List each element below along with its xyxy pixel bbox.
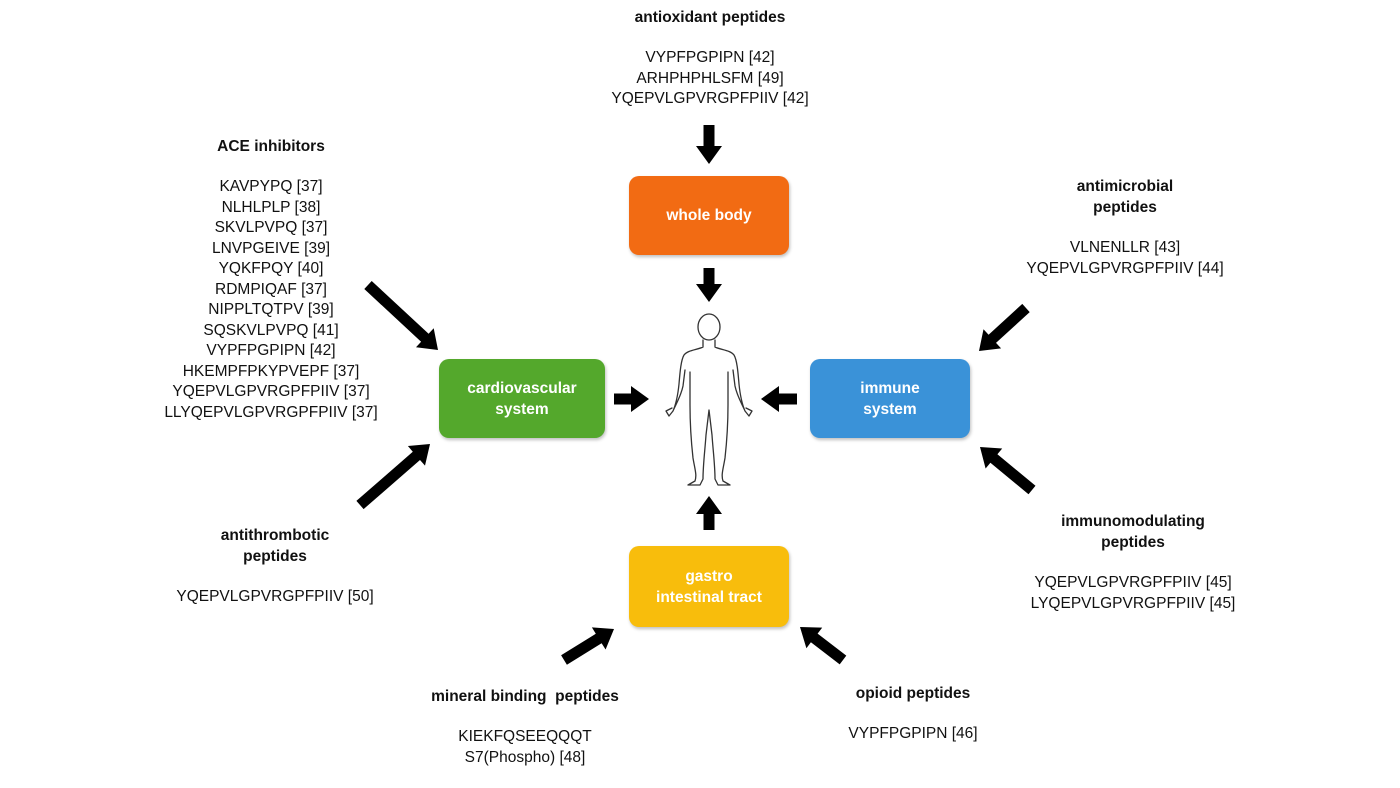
whole-body-box: whole body: [629, 176, 789, 255]
immune-label-line-1: immune: [860, 379, 920, 397]
mineral-binding-peptides-title: mineral binding peptides: [431, 688, 619, 705]
antimicrobial-peptides-list: VLNENLLR [43] YQEPVLGPVRGPFPIIV [44]: [975, 238, 1275, 279]
peptide-item: YQEPVLGPVRGPFPIIV [44]: [1026, 259, 1224, 277]
peptide-item: KAVPYPQ [37]: [219, 178, 323, 195]
mineral-binding-peptides-group: mineral binding peptides KIEKFQSEEQQQT S…: [375, 686, 675, 768]
immunomodulating-peptides-title-line-2: peptides: [1101, 534, 1165, 551]
peptide-item: YQKFPQY [40]: [218, 260, 324, 277]
cardiovascular-to-human-arrow: [614, 386, 649, 412]
gastro-label-line-2: intestinal tract: [656, 588, 762, 606]
peptide-item: LYQEPVLGPVRGPFPIIV [45]: [1030, 594, 1236, 612]
antioxidant-peptides-group: antioxidant peptides VYPFPGPIPN [42] ARH…: [560, 7, 860, 110]
peptide-item: VYPFPGPIPN [42]: [645, 49, 775, 66]
peptide-item: YQEPVLGPVRGPFPIIV [37]: [172, 383, 370, 400]
opioid-to-gastro-arrow: [800, 627, 847, 665]
immune-to-human-arrow: [761, 386, 797, 412]
gastro-to-human-arrow: [696, 496, 722, 530]
antioxidant-to-whole-body-arrow: [696, 125, 722, 164]
antithrombotic-peptides-title-line-2: peptides: [243, 548, 307, 565]
peptide-item: VYPFPGPIPN [46]: [848, 725, 978, 742]
peptide-item: ARHPHPHLSFM [49]: [636, 69, 784, 87]
immune-label-line-2: system: [863, 400, 917, 418]
peptide-item: HKEMPFPKYPVEPF [37]: [182, 362, 360, 380]
peptide-item: LLYQEPVLGPVRGPFPIIV [37]: [164, 403, 378, 421]
peptide-item: VLNENLLR [43]: [1069, 239, 1181, 256]
peptide-item: VYPFPGPIPN [42]: [206, 342, 336, 359]
peptide-item: NLHLPLP [38]: [221, 198, 321, 216]
ace-inhibitors-title: ACE inhibitors: [217, 138, 325, 155]
immunomodulating-peptides-list: YQEPVLGPVRGPFPIIV [45] LYQEPVLGPVRGPFPII…: [983, 573, 1283, 614]
ace-inhibitors-list: KAVPYPQ [37] NLHLPLP [38] SKVLPVPQ [37] …: [121, 177, 421, 423]
cardiovascular-label-line-2: system: [495, 400, 549, 418]
opioid-peptides-title: opioid peptides: [855, 685, 971, 702]
cardiovascular-label-line-1: cardiovascular: [467, 379, 577, 397]
immunomodulating-peptides-title-line-1: immunomodulating: [1061, 513, 1205, 530]
peptide-item: LNVPGEIVE [39]: [211, 239, 331, 257]
human-body-icon: [665, 313, 753, 486]
opioid-peptides-group: opioid peptides VYPFPGPIPN [46]: [763, 683, 1063, 745]
antithrombotic-peptides-list: YQEPVLGPVRGPFPIIV [50]: [125, 587, 425, 608]
antithrombotic-peptides-title-line-1: antithrombotic: [220, 527, 330, 544]
peptide-item: YQEPVLGPVRGPFPIIV [42]: [611, 90, 809, 107]
immunomodulating-to-immune-arrow: [980, 447, 1036, 495]
antimicrobial-peptides-title-line-1: antimicrobial: [1076, 178, 1174, 195]
antithrombotic-peptides-group: antithrombotic peptides YQEPVLGPVRGPFPII…: [125, 525, 425, 608]
whole-body-label: whole body: [666, 207, 752, 224]
antithrombotic-to-cardiovascular-arrow: [356, 444, 430, 510]
mineral-binding-peptides-list: KIEKFQSEEQQQT S7(Phospho) [48]: [375, 727, 675, 768]
peptide-item: KIEKFQSEEQQQT: [458, 728, 592, 745]
ace-to-cardiovascular-arrow: [364, 281, 438, 350]
peptide-item: YQEPVLGPVRGPFPIIV [45]: [1034, 574, 1232, 591]
whole-body-to-human-arrow: [696, 268, 722, 302]
peptide-item: SKVLPVPQ [37]: [214, 219, 328, 236]
immunomodulating-peptides-group: immunomodulating peptides YQEPVLGPVRGPFP…: [983, 511, 1283, 614]
antimicrobial-to-immune-arrow: [979, 303, 1030, 351]
antimicrobial-peptides-title-line-2: peptides: [1093, 199, 1157, 216]
immune-system-box: immune system: [810, 359, 970, 438]
cardiovascular-system-box: cardiovascular system: [439, 359, 605, 438]
peptide-item: NIPPLTQTPV [39]: [208, 301, 334, 318]
peptide-item: YQEPVLGPVRGPFPIIV [50]: [176, 588, 374, 605]
antimicrobial-peptides-group: antimicrobial peptides VLNENLLR [43] YQE…: [975, 176, 1275, 279]
antioxidant-peptides-title: antioxidant peptides: [634, 9, 786, 26]
peptide-item: S7(Phospho) [48]: [464, 748, 586, 766]
gastro-intestinal-tract-box: gastro intestinal tract: [629, 546, 789, 627]
peptide-item: RDMPIQAF [37]: [215, 280, 327, 298]
mineral-to-gastro-arrow: [561, 627, 614, 665]
antioxidant-peptides-list: VYPFPGPIPN [42] ARHPHPHLSFM [49] YQEPVLG…: [560, 48, 860, 110]
peptide-item: SQSKVLPVPQ [41]: [203, 321, 339, 339]
ace-inhibitors-group: ACE inhibitors KAVPYPQ [37] NLHLPLP [38]…: [121, 136, 421, 423]
gastro-label-line-1: gastro: [685, 567, 733, 585]
opioid-peptides-list: VYPFPGPIPN [46]: [763, 724, 1063, 745]
